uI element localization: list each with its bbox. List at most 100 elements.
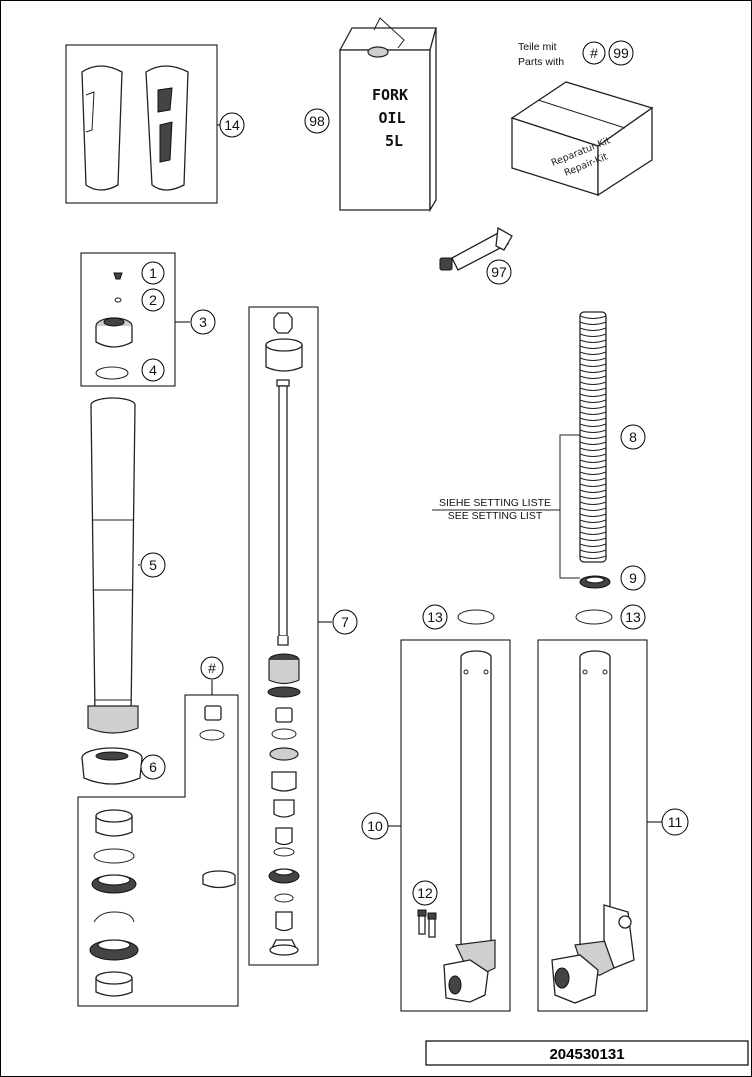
callout-13-right[interactable]: 13 — [620, 604, 646, 630]
spring-coil — [579, 471, 607, 475]
setting-note-english: SEE SETTING LIST — [448, 510, 543, 522]
part-98-fork-oil-can[interactable]: FORK OIL 5L — [338, 17, 437, 213]
spring-coil — [579, 501, 607, 505]
spring-coil — [579, 537, 607, 541]
callout-5[interactable]: 5 — [140, 552, 166, 578]
spring-coil — [579, 549, 607, 553]
callout-97[interactable]: 97 — [486, 259, 512, 285]
part-11-inner-tube-right[interactable] — [537, 639, 662, 1012]
spring-coil — [579, 339, 607, 343]
part-7-damper-cartridge[interactable] — [248, 306, 332, 966]
callout-hash-top[interactable]: # — [582, 41, 606, 65]
callout-99[interactable]: 99 — [608, 40, 634, 66]
callout-9[interactable]: 9 — [620, 565, 646, 591]
spring-coil — [579, 387, 607, 391]
callout-6[interactable]: 6 — [140, 754, 166, 780]
callout-8-label: 8 — [629, 429, 637, 445]
spring-coil — [579, 411, 607, 415]
callout-4[interactable]: 4 — [141, 358, 165, 382]
callout-11-label: 11 — [668, 814, 683, 830]
callout-13-right-label: 13 — [625, 609, 641, 625]
spring-coil — [579, 327, 607, 331]
seal-bushing-group[interactable] — [77, 680, 239, 1007]
cap-assembly-group[interactable] — [80, 252, 190, 387]
spring-coil — [579, 465, 607, 469]
spring-coil — [579, 489, 607, 493]
callout-2-label: 2 — [149, 292, 157, 308]
spring-coil — [579, 369, 607, 373]
spring-coil — [579, 357, 607, 361]
callout-97-label: 97 — [491, 264, 507, 280]
spring-coil — [579, 477, 607, 481]
spring-coil — [579, 483, 607, 487]
spring-coil — [579, 555, 607, 559]
spring-coil — [579, 423, 607, 427]
spring-coil — [579, 381, 607, 385]
part-6-clamp-ring[interactable] — [81, 747, 143, 785]
spring-coil — [579, 531, 607, 535]
spring-coil — [579, 363, 607, 367]
callout-5-label: 5 — [149, 557, 157, 573]
callout-12-label: 12 — [417, 885, 433, 901]
callout-12[interactable]: 12 — [412, 880, 438, 906]
callout-13-left-label: 13 — [427, 609, 443, 625]
callout-8[interactable]: 8 — [620, 424, 646, 450]
callout-10-label: 10 — [367, 818, 383, 834]
callout-99-label: 99 — [613, 45, 629, 61]
part-12-screws[interactable] — [417, 909, 437, 938]
callout-1-label: 1 — [149, 265, 157, 281]
part-9-spring-washer[interactable] — [579, 575, 611, 589]
part-14-fork-guards[interactable] — [65, 44, 220, 204]
oil-can-label-line1: FORK — [372, 86, 408, 104]
oil-can-label-line2: OIL — [378, 109, 405, 127]
spring-coil — [579, 429, 607, 433]
part-5-outer-tube[interactable] — [87, 397, 140, 734]
spring-coil — [579, 351, 607, 355]
callout-98[interactable]: 98 — [304, 108, 330, 134]
spring-coil — [579, 459, 607, 463]
callout-13-left[interactable]: 13 — [422, 604, 448, 630]
parts-with-note: Teile mit Parts with — [518, 41, 564, 68]
spring-coil — [579, 405, 607, 409]
spring-coil — [579, 507, 607, 511]
document-number: 204530131 — [549, 1046, 624, 1063]
callout-3[interactable]: 3 — [190, 309, 216, 335]
spring-coil — [579, 543, 607, 547]
part-10-inner-tube-left[interactable] — [388, 639, 511, 1012]
callout-7[interactable]: 7 — [332, 609, 358, 635]
spring-coil-lines — [579, 315, 607, 559]
callout-2[interactable]: 2 — [141, 288, 165, 312]
spring-coil — [579, 525, 607, 529]
part-8-fork-spring[interactable] — [579, 311, 607, 563]
spring-setting-note: SIEHE SETTING LISTE SEE SETTING LIST — [432, 434, 580, 579]
callout-hash-group-label: # — [208, 660, 216, 676]
callout-14-label: 14 — [224, 117, 240, 133]
oil-can-label-line3: 5L — [385, 132, 403, 150]
part-13-o-rings[interactable] — [457, 609, 613, 625]
spring-coil — [579, 333, 607, 337]
callout-1[interactable]: 1 — [141, 261, 165, 285]
spring-coil — [579, 315, 607, 319]
spring-coil — [579, 447, 607, 451]
callout-3-label: 3 — [199, 314, 207, 330]
part-97-grease-tube[interactable] — [439, 226, 513, 271]
spring-coil — [579, 435, 607, 439]
spring-coil — [579, 513, 607, 517]
spring-coil — [579, 375, 607, 379]
callout-hash-top-label: # — [590, 45, 598, 61]
spring-coil — [579, 495, 607, 499]
callout-9-label: 9 — [629, 570, 637, 586]
callout-14[interactable]: 14 — [219, 112, 245, 138]
spring-coil — [579, 345, 607, 349]
spring-coil — [579, 393, 607, 397]
callout-10[interactable]: 10 — [361, 812, 389, 840]
spring-coil — [579, 417, 607, 421]
part-99-repair-kit-box[interactable]: Reparatur-Kit Repair-Kit — [510, 81, 654, 197]
spring-coil — [579, 399, 607, 403]
spring-coil — [579, 441, 607, 445]
callout-4-label: 4 — [149, 362, 157, 378]
callout-hash-group[interactable]: # — [200, 656, 224, 680]
callout-11[interactable]: 11 — [661, 808, 689, 836]
spring-coil — [579, 453, 607, 457]
